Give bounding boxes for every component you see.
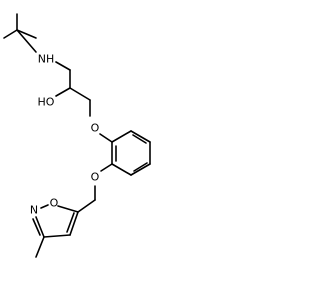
oh-label: HO [38,96,55,109]
isox-double-c3-n [32,218,41,236]
bond-ch2-isoxazole [77,199,96,213]
isoxazole-o-label: O [50,197,59,210]
ether-o-bottom-label: O [91,171,100,184]
isoxazole-n-label: N [30,204,38,217]
isox-double-c5-c4 [66,212,75,233]
ring-double-2 [133,162,148,172]
lower-ether [77,163,113,213]
bond-methyl-right [16,29,37,39]
isox-bond-c4-c3 [43,234,71,238]
bond-choh-oh [55,87,71,97]
bond-methyl-left [3,29,18,39]
benzene-ring [99,130,151,176]
isox-bond-o-c5 [57,205,79,213]
isopropyl-group [3,13,37,53]
nh-label: NH [38,53,55,66]
propanol-chain [55,61,91,117]
bond-c3-methyl [35,236,45,258]
molecule-diagram: NH HO O O [3,13,151,258]
isox-bond-c3-n [35,216,45,238]
bond-choh-ch2 [69,87,91,101]
ether-o-top-label: O [91,122,100,135]
ring-double-3 [132,134,147,144]
ring-bond-6 [111,130,132,143]
bond-ch-to-nh [16,29,37,53]
ring-bond-2 [111,163,132,176]
isox-bond-c5-c4 [69,211,79,236]
bond-o-ring [99,133,113,143]
bond-ring-o [100,163,113,172]
isoxazole-ring [32,204,79,258]
ring-bond-3 [130,163,151,176]
bond-nh-ch2 [55,61,71,71]
ring-bond-5 [130,130,151,143]
isox-bond-n-o [40,204,49,209]
